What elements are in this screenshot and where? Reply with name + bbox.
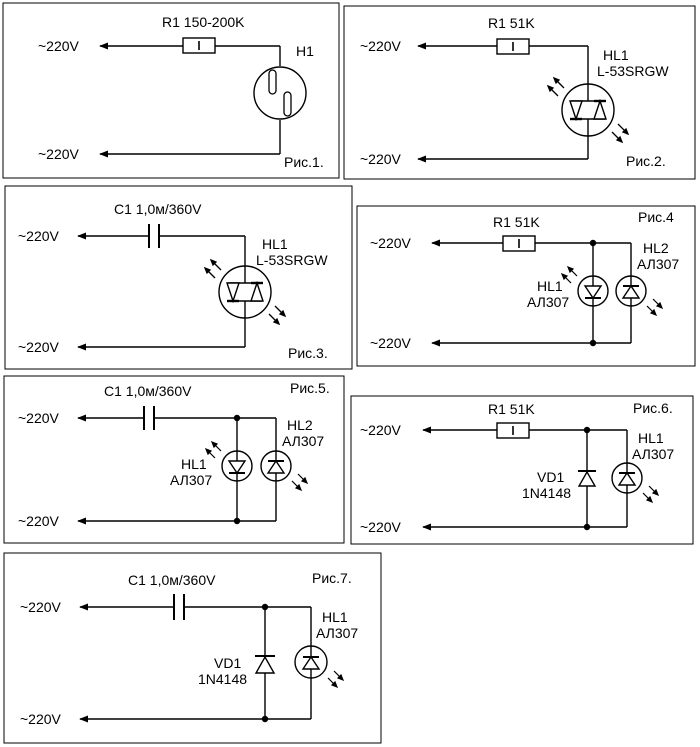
supply-label-bottom: ~220V xyxy=(370,335,412,351)
led-ref-label: HL1 xyxy=(262,236,288,252)
led-hl1-icon xyxy=(204,440,253,482)
resistor-label: R1 51K xyxy=(493,214,540,230)
resistor-label: R1 51K xyxy=(488,401,535,417)
junction-dot xyxy=(583,523,591,531)
figure-4: Рис.4 ~220V ~220V R1 51K HL1 АЛ307 HL2 А… xyxy=(356,205,696,367)
supply-label-bottom: ~220V xyxy=(18,513,60,529)
supply-label-bottom: ~220V xyxy=(360,151,402,167)
figure-caption: Рис.6. xyxy=(633,400,673,416)
junction-dot xyxy=(589,239,597,247)
led-hl1-icon xyxy=(611,462,660,504)
led2-ref-label: HL2 xyxy=(643,240,669,256)
supply-label-bottom: ~220V xyxy=(360,519,402,535)
figure-3-frame xyxy=(4,185,353,370)
figure-caption: Рис.7. xyxy=(312,570,352,586)
supply-label-top: ~220V xyxy=(18,228,60,244)
figure-3: ~220V ~220V C1 1,0м/360V HL1 L-53SRGW Ри… xyxy=(4,185,353,370)
figure-caption: Рис.2. xyxy=(626,153,666,169)
capacitor-c1 xyxy=(173,594,185,620)
capacitor-c1 xyxy=(148,224,160,248)
figure-caption: Рис.5. xyxy=(290,380,330,396)
figure-caption: Рис.1. xyxy=(284,154,324,170)
led-ref-label: HL1 xyxy=(603,47,629,63)
junction-dot xyxy=(233,517,241,525)
figure-5: Рис.5. C1 1,0м/360V ~220V ~220V HL1 АЛ30… xyxy=(3,375,345,544)
figure-4-frame xyxy=(356,205,696,367)
figure-6: R1 51K Рис.6. ~220V ~220V VD1 1N4148 HL1… xyxy=(350,395,694,545)
figure-1: ~220V ~220V R1 150-200K H1 Рис.1. xyxy=(2,2,340,179)
figure-2: ~220V ~220V R1 51K HL1 L-53SRGW Рис.2. xyxy=(343,5,696,180)
figure-caption: Рис.3. xyxy=(288,345,328,361)
diode-ref-label: VD1 xyxy=(537,469,564,485)
capacitor-label: C1 1,0м/360V xyxy=(128,572,216,588)
figure-2-frame xyxy=(343,5,696,180)
bicolor-led-icon xyxy=(203,258,287,326)
supply-label-top: ~220V xyxy=(360,38,402,54)
resistor-label: R1 150-200K xyxy=(162,14,245,30)
junction-dot xyxy=(233,414,241,422)
figure-7-frame xyxy=(3,552,382,744)
supply-label-bottom: ~220V xyxy=(18,339,60,355)
led-part-label: L-53SRGW xyxy=(597,63,669,79)
capacitor-label: C1 1,0м/360V xyxy=(114,201,202,217)
bicolor-led-icon xyxy=(546,76,630,144)
figure-7: Рис.7. C1 1,0м/360V ~220V ~220V HL1 АЛ30… xyxy=(3,552,382,744)
capacitor-label: C1 1,0м/360V xyxy=(104,383,192,399)
led-hl1-icon xyxy=(294,645,345,689)
figure-6-frame xyxy=(350,395,694,545)
led1-part-label: АЛ307 xyxy=(527,294,569,310)
junction-dot xyxy=(589,339,597,347)
supply-label-top: ~220V xyxy=(18,410,60,426)
led1-ref-label: HL1 xyxy=(181,456,207,472)
diode-part-label: 1N4148 xyxy=(198,671,247,687)
figure-5-frame xyxy=(3,375,345,544)
diode-vd1-icon xyxy=(577,470,597,487)
figure-1-frame xyxy=(2,2,340,179)
capacitor-c1 xyxy=(143,406,155,430)
diode-ref-label: VD1 xyxy=(214,655,241,671)
led-hl2-icon xyxy=(260,450,309,492)
diode-vd1-icon xyxy=(254,655,276,674)
led-part-label: АЛ307 xyxy=(632,446,674,462)
led-ref-label: HL1 xyxy=(638,430,664,446)
led-ref-label: HL1 xyxy=(322,609,348,625)
led-part-label: АЛ307 xyxy=(316,625,358,641)
supply-label-bottom: ~220V xyxy=(38,146,80,162)
supply-label-top: ~220V xyxy=(38,38,80,54)
led2-part-label: АЛ307 xyxy=(637,256,679,272)
supply-label-top: ~220V xyxy=(20,599,62,615)
led1-part-label: АЛ307 xyxy=(170,472,212,488)
led2-part-label: АЛ307 xyxy=(282,433,324,449)
diode-part-label: 1N4148 xyxy=(522,485,571,501)
led-hl2-icon xyxy=(615,275,664,317)
figure-caption: Рис.4 xyxy=(638,209,674,225)
supply-label-top: ~220V xyxy=(360,422,402,438)
supply-label-bottom: ~220V xyxy=(20,711,62,727)
resistor-label: R1 51K xyxy=(488,15,535,31)
lamp-label: H1 xyxy=(296,43,314,59)
led-part-label: L-53SRGW xyxy=(256,252,328,268)
neon-lamp-icon xyxy=(253,66,307,120)
junction-dot xyxy=(583,426,591,434)
led2-ref-label: HL2 xyxy=(287,417,313,433)
junction-dot xyxy=(261,715,269,723)
junction-dot xyxy=(261,603,269,611)
supply-label-top: ~220V xyxy=(370,235,412,251)
led1-ref-label: HL1 xyxy=(537,278,563,294)
led-hl1-icon xyxy=(560,265,609,307)
